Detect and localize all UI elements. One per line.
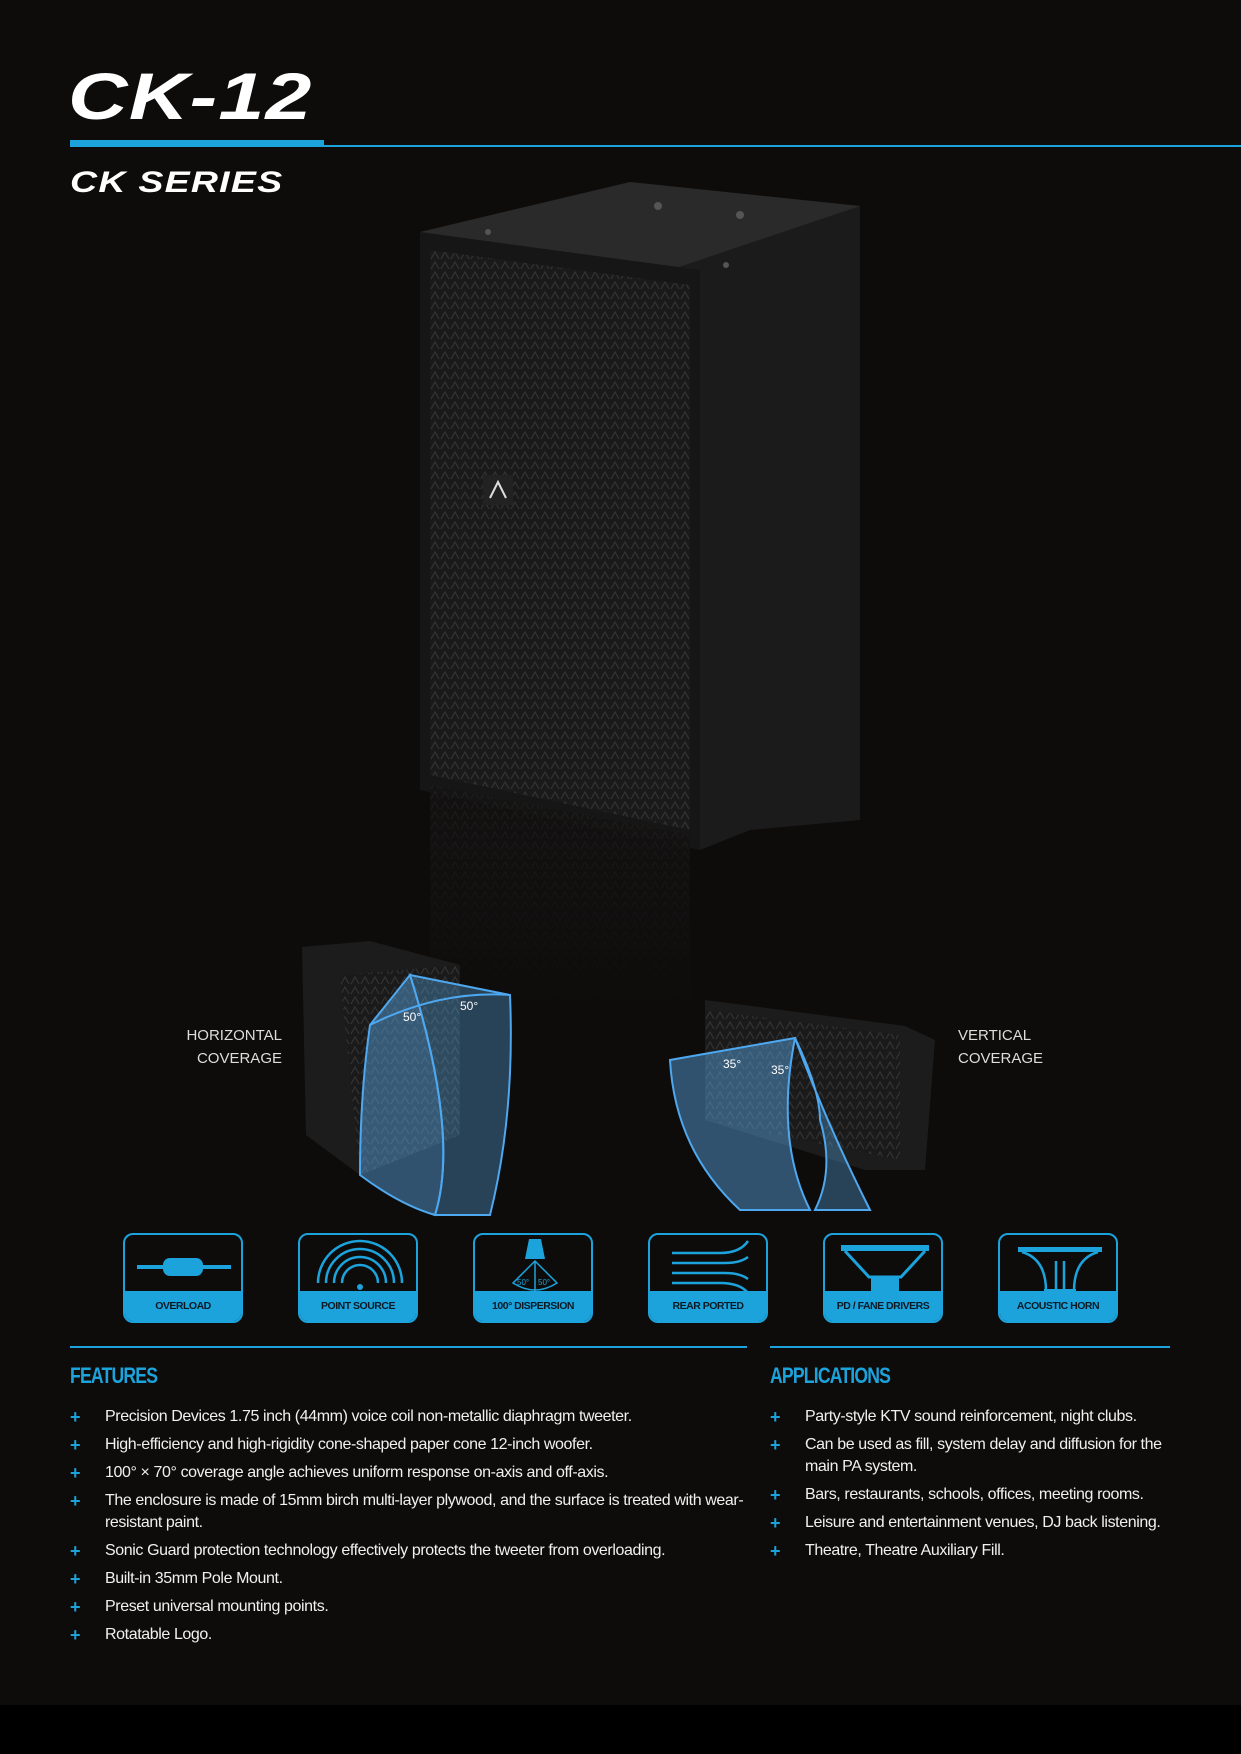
- list-item-text: High-efficiency and high-rigidity cone-s…: [105, 1436, 593, 1453]
- horizontal-coverage-diagram: 50° 50°: [302, 941, 512, 1217]
- vertical-coverage-diagram: 35° 35°: [668, 1000, 935, 1211]
- list-item-text: Rotatable Logo.: [105, 1626, 212, 1643]
- icon-label: ACOUSTIC HORN DESIGN: [1000, 1291, 1116, 1321]
- list-item: + The enclosure is made of 15mm birch mul…: [70, 1490, 760, 1534]
- label-line: COVERAGE: [958, 1050, 1044, 1067]
- horizontal-coverage-label: HORIZONTAL COVERAGE: [180, 1024, 282, 1070]
- point-source-icon-badge: POINT SOURCE: [298, 1233, 418, 1323]
- list-item-text: Preset universal mounting points.: [105, 1598, 329, 1615]
- plus-icon: +: [770, 1541, 781, 1561]
- point-source-icon: [316, 1239, 404, 1290]
- title-underline: [70, 140, 324, 147]
- plus-icon: +: [770, 1513, 781, 1533]
- product-title: CK-12: [68, 59, 313, 133]
- driver-icon: [841, 1245, 929, 1291]
- features-list: + Precision Devices 1.75 inch (44mm) voic…: [70, 1406, 760, 1652]
- dispersion-icon-badge: 50° 50° 100° DISPERSION: [473, 1233, 593, 1323]
- plus-icon: +: [70, 1569, 81, 1589]
- list-item: +100° × 70° coverage angle achieves unif…: [70, 1462, 760, 1484]
- drivers-icon-badge: PD / FANE DRIVERS: [823, 1233, 943, 1323]
- features-title: FEATURES: [70, 1363, 158, 1388]
- icon-label: OVERLOAD PROTECTION: [125, 1291, 241, 1321]
- list-item-text: Party-style KTV sound reinforcement, nig…: [805, 1408, 1137, 1425]
- angle-label: 50°: [517, 1278, 529, 1287]
- overload-protection-icon-badge: OVERLOAD PROTECTION: [123, 1233, 243, 1323]
- series-name: CK SERIES: [70, 166, 284, 199]
- list-item: + Bars, restaurants, schools, offices, me…: [770, 1484, 1180, 1506]
- horn-icon: [1018, 1247, 1102, 1293]
- vertical-coverage-label: VERTICAL COVERAGE: [958, 1024, 1043, 1070]
- logo-badge: [483, 475, 513, 505]
- list-item: + Preset universal mounting points.: [70, 1596, 760, 1618]
- list-item-text: Can be used as fill, system delay and di…: [805, 1436, 1162, 1475]
- list-item-text: 100° × 70° coverage angle achieves unifo…: [105, 1464, 609, 1481]
- list-item-text: Sonic Guard protection technology effect…: [105, 1542, 666, 1559]
- list-item-text: Leisure and entertainment venues, DJ bac…: [805, 1514, 1161, 1531]
- plus-icon: +: [770, 1407, 781, 1427]
- list-item: + Leisure and entertainment venues, DJ ba…: [770, 1512, 1180, 1534]
- list-item: + Theatre, Theatre Auxiliary Fill.: [770, 1540, 1180, 1562]
- icon-label: REAR PORTED: [650, 1291, 766, 1321]
- horn-icon-badge: ACOUSTIC HORN DESIGN: [998, 1233, 1118, 1323]
- plus-icon: +: [70, 1491, 81, 1511]
- plus-icon: +: [70, 1407, 81, 1427]
- plus-icon: +: [770, 1435, 781, 1455]
- list-item: + Sonic Guard protection technology effec…: [70, 1540, 760, 1562]
- angle-label: 50°: [538, 1278, 550, 1287]
- angle-label: 50°: [460, 999, 478, 1013]
- dispersion-icon: 50° 50°: [511, 1239, 559, 1291]
- angle-label: 50°: [403, 1010, 421, 1024]
- list-item: + Precision Devices 1.75 inch (44mm) voic…: [70, 1406, 760, 1428]
- plus-icon: +: [770, 1485, 781, 1505]
- label-line: VERTICAL: [958, 1027, 1032, 1044]
- list-item: + Built-in 35mm Pole Mount.: [70, 1568, 760, 1590]
- plus-icon: +: [70, 1541, 81, 1561]
- header-divider: [320, 145, 1241, 147]
- plus-icon: +: [70, 1463, 81, 1483]
- label-line: HORIZONTAL: [186, 1027, 282, 1044]
- plus-icon: +: [70, 1597, 81, 1617]
- label-line: COVERAGE: [196, 1050, 282, 1067]
- list-item: + Rotatable Logo.: [70, 1624, 760, 1646]
- icon-label: 100° DISPERSION: [475, 1291, 591, 1321]
- list-item-text: The enclosure is made of 15mm birch mult…: [105, 1492, 744, 1531]
- applications-title: APPLICATIONS: [770, 1363, 891, 1388]
- icon-label: PD / FANE DRIVERS: [825, 1291, 941, 1321]
- list-item: + Party-style KTV sound reinforcement, ni…: [770, 1406, 1180, 1428]
- list-item: + Can be used as fill, system delay and d…: [770, 1434, 1180, 1478]
- rear-ported-icon-badge: REAR PORTED: [648, 1233, 768, 1323]
- plus-icon: +: [70, 1435, 81, 1455]
- airflow-icon: [672, 1240, 750, 1294]
- speaker-main-image: [420, 182, 860, 1010]
- applications-list: + Party-style KTV sound reinforcement, ni…: [770, 1406, 1180, 1568]
- list-item-text: Built-in 35mm Pole Mount.: [105, 1570, 283, 1587]
- list-item-text: Precision Devices 1.75 inch (44mm) voice…: [105, 1408, 632, 1425]
- icon-label: POINT SOURCE: [300, 1291, 416, 1321]
- list-item-text: Theatre, Theatre Auxiliary Fill.: [805, 1542, 1005, 1559]
- list-item: + High-efficiency and high-rigidity cone-…: [70, 1434, 760, 1456]
- fuse-icon: [137, 1258, 231, 1276]
- footer-band: [0, 1705, 1241, 1754]
- angle-label: 35°: [771, 1063, 789, 1077]
- features-divider: [70, 1346, 747, 1348]
- angle-label: 35°: [723, 1057, 741, 1071]
- plus-icon: +: [70, 1625, 81, 1645]
- list-item-text: Bars, restaurants, schools, offices, mee…: [805, 1486, 1144, 1503]
- applications-divider: [770, 1346, 1170, 1348]
